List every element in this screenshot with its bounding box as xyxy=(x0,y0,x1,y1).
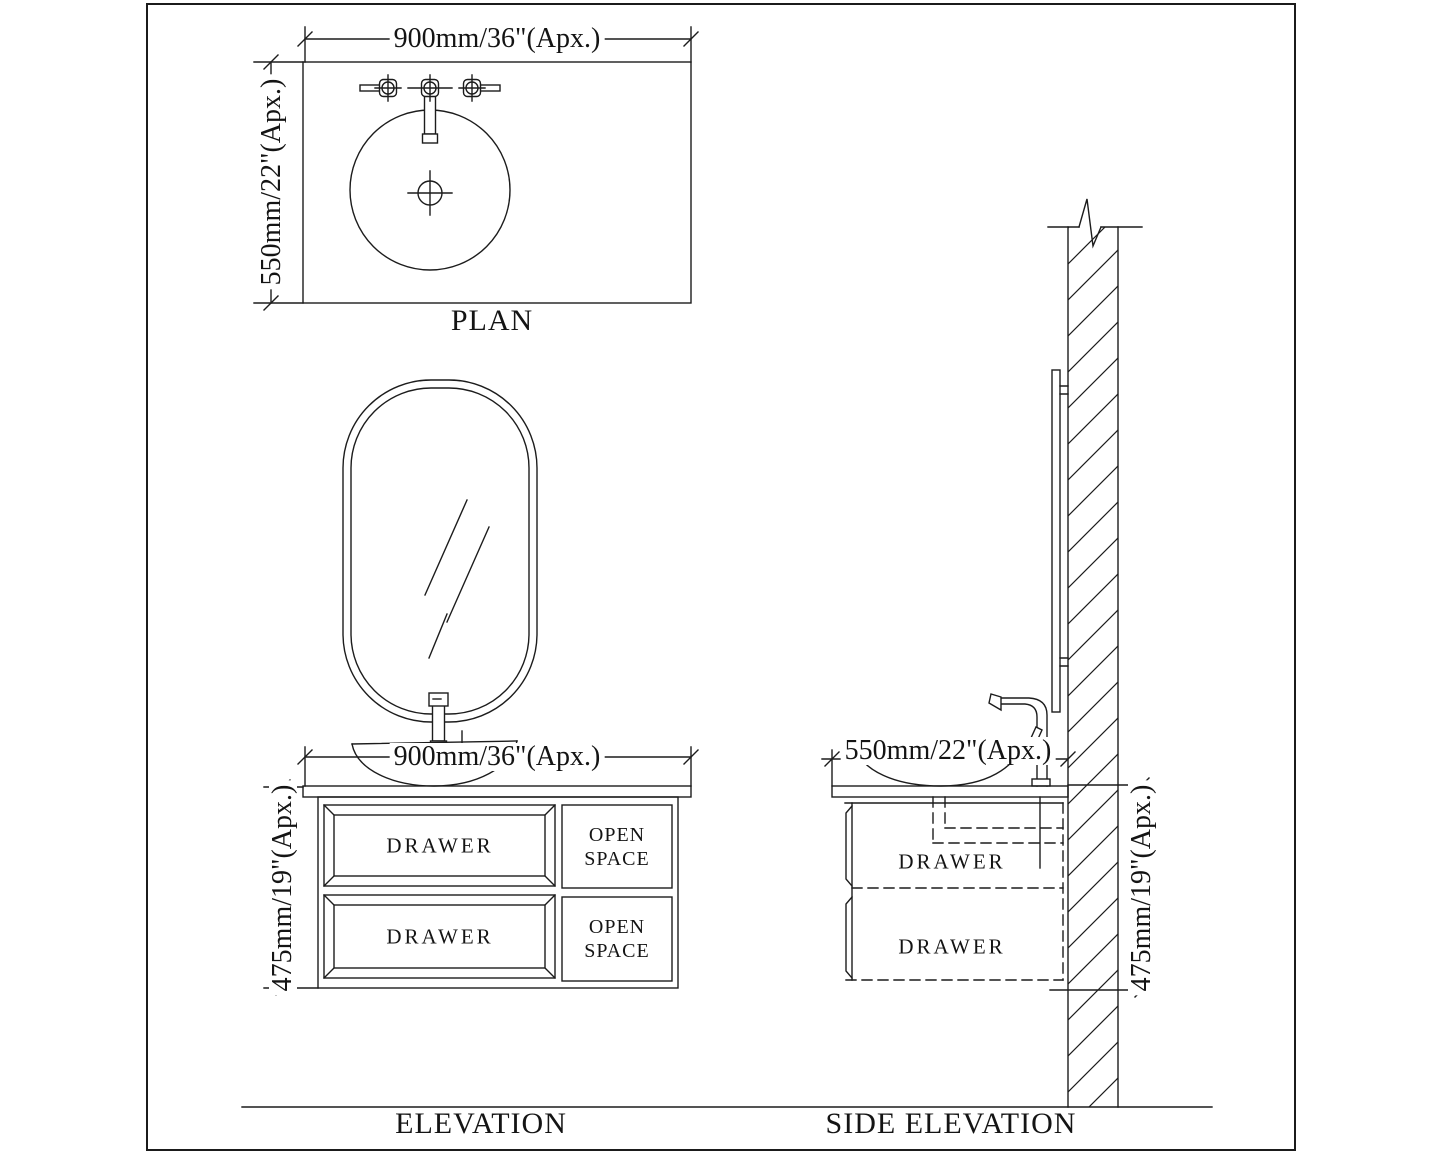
plan-width-dim-text: 900mm/36"(Apx.) xyxy=(389,25,605,53)
plan-faucet xyxy=(359,74,501,144)
side-cabinet xyxy=(844,802,1064,981)
side-elevation-view-label: SIDE ELEVATION xyxy=(825,1107,1077,1140)
elevation-drawer-front-top xyxy=(323,804,556,887)
elevation-open-space-top-label: OPEN SPACE xyxy=(584,824,650,870)
side-elevation-view xyxy=(241,198,1213,1108)
wall-section xyxy=(1047,198,1143,1108)
side-height-dim-text: 475mm/19"(Apx.) xyxy=(1126,780,1157,996)
elevation-open-space-bottom xyxy=(561,896,673,982)
elevation-open-space-bottom-label: OPEN SPACE xyxy=(584,916,650,962)
elevation-view xyxy=(263,379,699,996)
elevation-drawer-bottom-label: DRAWER xyxy=(386,924,494,949)
elevation-cabinet xyxy=(317,796,679,989)
elevation-countertop xyxy=(302,785,692,798)
side-drawer-front-bottom-profile xyxy=(845,896,853,979)
side-drawer-front-top-profile xyxy=(845,805,853,887)
mirror-glass-marks xyxy=(424,499,490,659)
side-mirror xyxy=(1051,369,1069,713)
side-countertop xyxy=(831,785,1069,798)
elevation-drawer-top-label: DRAWER xyxy=(386,833,494,858)
side-cabinet-hidden-lines xyxy=(845,802,1064,981)
elevation-drawer-front-bottom xyxy=(323,894,556,979)
plan-drain xyxy=(407,170,453,216)
elevation-faucet xyxy=(428,692,463,746)
elevation-open-space-top xyxy=(561,804,673,889)
side-faucet xyxy=(988,693,1054,869)
elevation-width-dim-text: 900mm/36"(Apx.) xyxy=(389,743,605,771)
side-drawer-top-label: DRAWER xyxy=(898,849,1006,874)
plan-view xyxy=(253,26,699,311)
plan-depth-dim-text: 550mm/22"(Apx.) xyxy=(256,74,287,290)
plan-countertop xyxy=(302,61,692,304)
plan-width-dimension xyxy=(297,26,699,63)
side-drawer-bottom-label: DRAWER xyxy=(898,934,1006,959)
wall-break-symbol xyxy=(1078,198,1102,249)
plan-view-label: PLAN xyxy=(450,304,534,337)
mirror xyxy=(342,379,538,723)
elevation-view-label: ELEVATION xyxy=(395,1107,567,1140)
side-depth-dim-text: 550mm/22"(Apx.) xyxy=(840,737,1056,765)
elevation-height-dim-text: 475mm/19"(Apx.) xyxy=(267,780,298,996)
side-drain-pipe xyxy=(932,796,1064,844)
sheet-border xyxy=(146,3,1296,1151)
